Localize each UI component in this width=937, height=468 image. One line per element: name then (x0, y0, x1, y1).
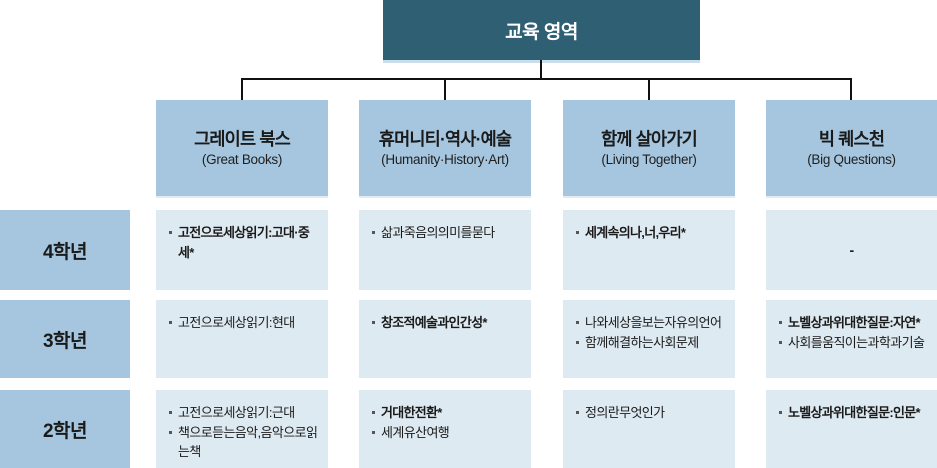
course-item-text: 함께해결하는사회문제 (585, 334, 699, 350)
connector-drop-col2 (444, 78, 446, 100)
column-title: 휴머니티·역사·예술 (378, 128, 512, 149)
column-subtitle: (Humanity·History·Art) (381, 152, 509, 168)
bullet-marker (169, 321, 172, 324)
course-item-text: 노벨상과위대한질문:자연* (788, 315, 921, 330)
course-item-text: 창조적예술과인간성* (381, 315, 487, 330)
column-header-4: 빅 퀘스천 (Big Questions) (766, 100, 937, 196)
column-subtitle: (Living Together) (601, 152, 697, 168)
course-item-text: 삶과죽음의의미를묻다 (381, 225, 495, 240)
course-item-text: 고전으로세상읽기:현대 (178, 315, 295, 330)
course-item: 고전으로세상읽기:현대 (169, 313, 318, 333)
cell-row3-col3: 정의란무엇인가 (563, 390, 735, 468)
grade-label-1: 4학년 (0, 210, 130, 290)
bullet-marker (372, 430, 375, 434)
root-node-education-area: 교육 영역 (383, 0, 700, 60)
grade-label-2: 3학년 (0, 300, 130, 378)
root-node-title: 교육 영역 (505, 21, 578, 43)
course-item-text: 노벨상과위대한질문:인문* (788, 405, 921, 420)
bullet-marker (576, 340, 579, 344)
course-item: 세계유산여행 (372, 423, 521, 443)
connector-drop-col4 (850, 78, 852, 100)
bullet-marker (779, 411, 782, 414)
course-item: 노벨상과위대한질문:자연* (779, 313, 927, 333)
cell-row1-col4: - (766, 210, 937, 290)
bullet-marker (372, 321, 375, 324)
connector-horizontal-rail (241, 78, 852, 80)
grade-label-text: 3학년 (42, 330, 88, 352)
course-item-text: 나와세상을보는자유의언어 (585, 315, 722, 330)
course-item-text: 고전으로세상읽기:근대 (178, 405, 295, 420)
column-header-2: 휴머니티·역사·예술 (Humanity·History·Art) (359, 100, 531, 196)
course-item: 사회를움직이는과학과기술 (779, 333, 927, 353)
grade-label-3: 2학년 (0, 390, 130, 468)
course-item-text: 거대한전환* (381, 405, 442, 420)
cell-row1-col3: 세계속의나,너,우리* (563, 210, 735, 290)
course-item-text: 정의란무엇인가 (585, 405, 665, 420)
course-item: 함께해결하는사회문제 (576, 333, 725, 353)
grade-label-text: 2학년 (42, 420, 88, 442)
course-item-text: 사회를움직이는과학과기술 (788, 334, 925, 350)
connector-drop-col3 (648, 78, 650, 100)
bullet-marker (372, 411, 375, 414)
column-header-3: 함께 살아가기 (Living Together) (563, 100, 735, 196)
bullet-marker (779, 340, 782, 344)
bullet-marker (779, 321, 782, 324)
column-header-1: 그레이트 북스 (Great Books) (156, 100, 328, 196)
grade-label-text: 4학년 (42, 241, 88, 263)
empty-cell-dash: - (849, 241, 854, 258)
course-item-text: 고전으로세상읽기:고대·중세* (178, 225, 310, 260)
cell-row3-col2: 거대한전환* 세계유산여행 (359, 390, 531, 468)
course-item: 고전으로세상읽기:근대 (169, 403, 318, 423)
cell-row2-col1: 고전으로세상읽기:현대 (156, 300, 328, 378)
course-item: 고전으로세상읽기:고대·중세* (169, 223, 318, 262)
connector-root-drop (540, 60, 542, 79)
cell-row2-col2: 창조적예술과인간성* (359, 300, 531, 378)
column-title: 그레이트 북스 (194, 128, 291, 149)
bullet-marker (576, 411, 579, 414)
column-subtitle: (Big Questions) (807, 152, 896, 168)
course-item: 책으로듣는음악,음악으로읽는책 (169, 423, 318, 462)
column-title: 함께 살아가기 (601, 128, 698, 149)
course-item: 창조적예술과인간성* (372, 313, 521, 333)
course-item: 정의란무엇인가 (576, 403, 725, 423)
bullet-marker (169, 411, 172, 414)
cell-row3-col4: 노벨상과위대한질문:인문* (766, 390, 937, 468)
bullet-marker (169, 430, 172, 434)
bullet-marker (372, 231, 375, 234)
cell-row2-col4: 노벨상과위대한질문:자연* 사회를움직이는과학과기술 (766, 300, 937, 378)
course-item-text: 세계속의나,너,우리* (585, 225, 686, 240)
column-subtitle: (Great Books) (201, 152, 283, 168)
course-item: 세계속의나,너,우리* (576, 223, 725, 243)
course-item: 나와세상을보는자유의언어 (576, 313, 725, 333)
bullet-marker (169, 231, 172, 234)
cell-row1-col2: 삶과죽음의의미를묻다 (359, 210, 531, 290)
course-item-text: 세계유산여행 (381, 424, 450, 440)
course-item: 노벨상과위대한질문:인문* (779, 403, 927, 423)
column-title: 빅 퀘스천 (818, 128, 885, 149)
connector-drop-col1 (241, 78, 243, 100)
bullet-marker (576, 231, 579, 234)
bullet-marker (576, 321, 579, 324)
course-item: 삶과죽음의의미를묻다 (372, 223, 521, 243)
course-item: 거대한전환* (372, 403, 521, 423)
cell-row1-col1: 고전으로세상읽기:고대·중세* (156, 210, 328, 290)
course-item-text: 책으로듣는음악,음악으로읽는책 (178, 424, 318, 460)
